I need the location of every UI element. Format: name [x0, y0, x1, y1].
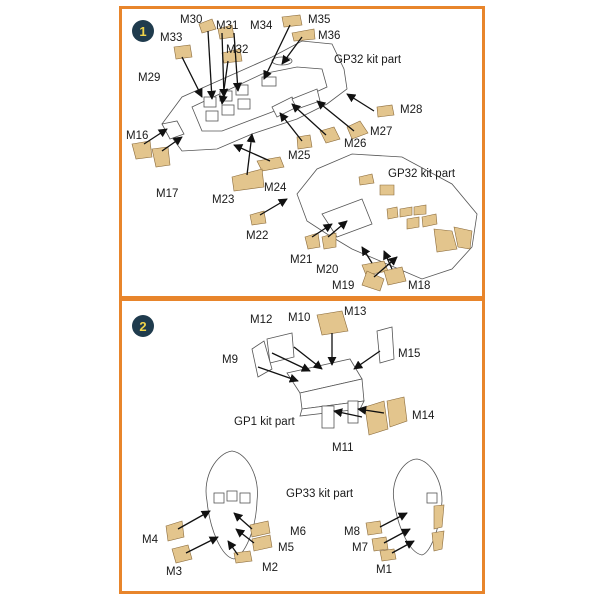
label-M28: M28: [400, 104, 422, 116]
step-1-badge: 1: [132, 20, 154, 42]
label-M8: M8: [344, 526, 360, 538]
label-M30: M30: [180, 14, 202, 26]
label-M18: M18: [408, 280, 430, 292]
label-M10: M10: [288, 312, 310, 324]
label-M6: M6: [290, 526, 306, 538]
label-M24: M24: [264, 182, 287, 194]
step-2-panel: 2 .arrow2{stroke:#111;stroke-width:1.3;f…: [119, 298, 485, 594]
label-M25: M25: [288, 150, 310, 162]
step-2-diagram: .arrow2{stroke:#111;stroke-width:1.3;fil…: [142, 306, 445, 578]
label-M4: M4: [142, 534, 159, 546]
label-M21: M21: [290, 254, 312, 266]
label-M33: M33: [160, 32, 182, 44]
label-M20: M20: [316, 264, 338, 276]
kit-label-gp33: GP33 kit part: [286, 488, 354, 500]
label-M35: M35: [308, 14, 330, 26]
gp33-left-nose: [165, 450, 273, 564]
label-M26: M26: [344, 138, 366, 150]
label-M12: M12: [250, 314, 272, 326]
label-M27: M27: [370, 126, 392, 138]
arrows-step2: [177, 333, 415, 556]
label-M34: M34: [250, 20, 273, 32]
label-M1: M1: [376, 564, 392, 576]
label-M7: M7: [352, 542, 368, 554]
mask-parts-step1: [131, 14, 407, 292]
kit-label-gp1: GP1 kit part: [234, 416, 296, 428]
step-1-panel: 1: [119, 6, 485, 299]
arrows-step1: [143, 24, 398, 278]
label-M13: M13: [344, 306, 366, 318]
label-M36: M36: [318, 30, 340, 42]
label-M15: M15: [398, 348, 420, 360]
kit-label-gp32-upper: GP32 kit part: [334, 54, 402, 66]
label-M17: M17: [156, 188, 178, 200]
label-M23: M23: [212, 194, 234, 206]
label-M9: M9: [222, 354, 238, 366]
mask-parts-step2: [316, 310, 408, 436]
label-M3: M3: [166, 566, 182, 578]
mask-outlines-step2: [251, 326, 395, 378]
label-M19: M19: [332, 280, 354, 292]
label-M31: M31: [216, 20, 238, 32]
label-M29: M29: [138, 72, 160, 84]
label-M22: M22: [246, 230, 268, 242]
label-M2: M2: [262, 562, 278, 574]
label-M16: M16: [126, 130, 148, 142]
label-M11: M11: [332, 442, 354, 454]
lower-fuselage-part: [296, 153, 478, 280]
kit-label-gp32-lower: GP32 kit part: [388, 168, 456, 180]
label-M5: M5: [278, 542, 294, 554]
label-M14: M14: [412, 410, 435, 422]
upper-fuselage-part: [161, 40, 348, 152]
step-2-badge: 2: [132, 315, 154, 337]
label-M32: M32: [226, 44, 248, 56]
step-1-diagram: M30 M31 M34 M35 M33 M36 M32 M29 M28 M16 …: [126, 14, 478, 292]
gp1-canopy-part: [286, 358, 365, 429]
